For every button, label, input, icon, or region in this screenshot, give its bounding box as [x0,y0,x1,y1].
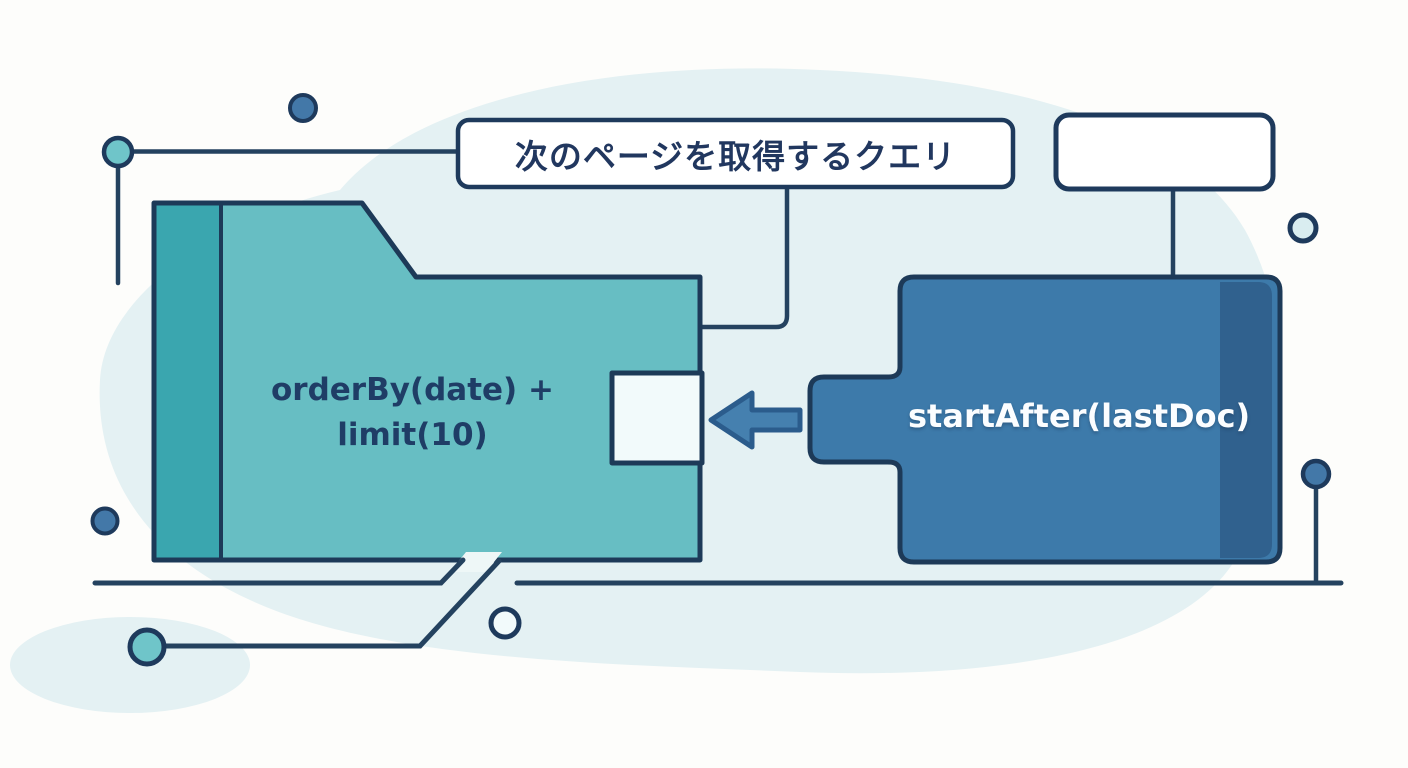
node-circle-bottom-light [488,606,522,640]
title-annotation-box [455,117,1016,190]
query-block-label-line2: limit(10) [337,417,488,453]
baseline-left-with-diagonal [92,557,466,586]
baseline-break-gap [450,552,502,572]
node-circle-top-left [101,135,135,169]
query-block-socket [609,370,705,466]
query-block-label: orderBy(date) + limit(10) [225,368,600,458]
slash-line-to-node [163,558,502,649]
node-circle-left-blue [90,506,120,536]
title-annotation-text: 次のページを取得するクエリ [514,136,957,176]
arrow-left-icon [708,390,803,450]
node-circle-top-blue [288,93,318,123]
node-circle-bottom-teal [127,627,167,667]
query-block-left-strip [156,205,221,558]
background-blob-small [10,617,250,713]
empty-annotation-box [1053,112,1276,192]
cursor-block-shape [807,274,1283,565]
query-block-shape [151,200,703,563]
connector-line-title-to-query [702,188,790,330]
query-block-label-line1: orderBy(date) + [271,372,554,408]
cursor-block-label: startAfter(lastDoc) [908,397,1251,435]
node-circle-right-light [1287,212,1319,244]
node-circle-right-blue [1300,458,1332,490]
cursor-block-right-strip [1220,282,1272,558]
empty-annotation-text [1056,115,1273,189]
